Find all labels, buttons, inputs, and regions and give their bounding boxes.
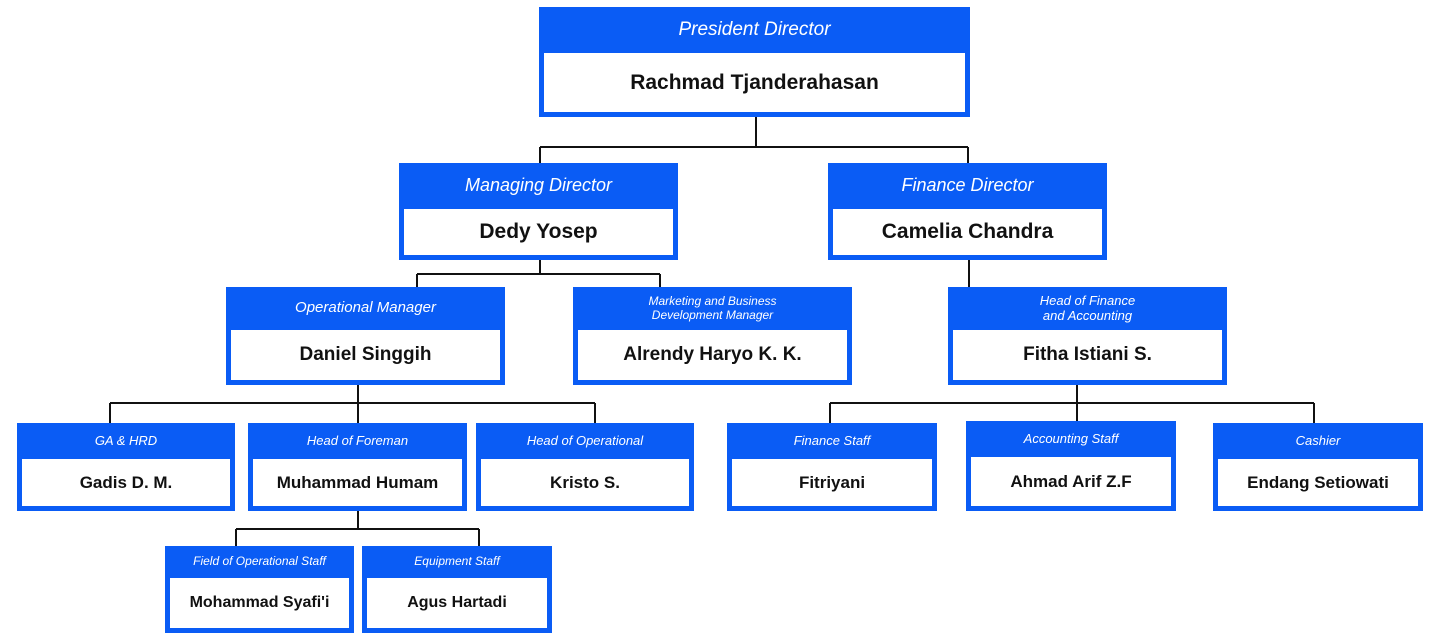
person-name: Rachmad Tjanderahasan	[544, 53, 965, 112]
connector-managing	[416, 259, 661, 288]
connector-head-finance	[829, 383, 1315, 424]
role-label: Accounting Staff	[1023, 430, 1119, 446]
node-equipment-staff: Equipment Staff Agus Hartadi	[362, 546, 552, 633]
role-label: Finance Director	[901, 175, 1034, 196]
node-president-director: President Director Rachmad Tjanderahasan	[539, 7, 970, 117]
connector-president	[539, 116, 969, 163]
role-label: Marketing and Business Development Manag…	[648, 294, 777, 322]
node-managing-director: Managing Director Dedy Yosep	[399, 163, 678, 260]
node-head-finance-accounting: Head of Finance and Accounting Fitha Ist…	[948, 287, 1227, 385]
node-marketing-manager: Marketing and Business Development Manag…	[573, 287, 852, 385]
role-label: Head of Finance and Accounting	[1039, 293, 1136, 323]
person-name: Alrendy Haryo K. K.	[578, 330, 847, 380]
node-operational-manager: Operational Manager Daniel Singgih	[226, 287, 505, 385]
node-accounting-staff: Accounting Staff Ahmad Arif Z.F	[966, 421, 1176, 511]
person-name: Agus Hartadi	[367, 578, 547, 628]
person-name: Endang Setiowati	[1218, 459, 1418, 506]
role-label: Operational Manager	[295, 299, 436, 317]
person-name: Fitriyani	[732, 459, 932, 506]
role-label: Field of Operational Staff	[193, 554, 326, 569]
person-name: Gadis D. M.	[22, 459, 230, 506]
person-name: Mohammad Syafi'i	[170, 578, 349, 628]
role-label: GA & HRD	[94, 432, 158, 448]
role-label: Cashier	[1295, 432, 1341, 448]
person-name: Camelia Chandra	[833, 209, 1102, 255]
person-name: Kristo S.	[481, 459, 689, 506]
person-name: Dedy Yosep	[404, 209, 673, 255]
person-name: Muhammad Humam	[253, 459, 462, 506]
person-name: Daniel Singgih	[231, 330, 500, 380]
role-label: Head of Foreman	[306, 432, 409, 448]
node-head-foreman: Head of Foreman Muhammad Humam	[248, 423, 467, 511]
node-field-operational-staff: Field of Operational Staff Mohammad Syaf…	[165, 546, 354, 633]
node-ga-hrd: GA & HRD Gadis D. M.	[17, 423, 235, 511]
node-finance-staff: Finance Staff Fitriyani	[727, 423, 937, 511]
role-label: Equipment Staff	[414, 554, 500, 569]
role-label: Head of Operational	[526, 432, 644, 448]
node-head-operational: Head of Operational Kristo S.	[476, 423, 694, 511]
role-label: Managing Director	[464, 175, 613, 196]
connector-foreman	[235, 510, 480, 547]
person-name: Ahmad Arif Z.F	[971, 457, 1171, 506]
connector-operational	[109, 383, 596, 424]
role-label: President Director	[678, 18, 831, 40]
node-finance-director: Finance Director Camelia Chandra	[828, 163, 1107, 260]
node-cashier: Cashier Endang Setiowati	[1213, 423, 1423, 511]
person-name: Fitha Istiani S.	[953, 330, 1222, 380]
role-label: Finance Staff	[793, 432, 871, 448]
